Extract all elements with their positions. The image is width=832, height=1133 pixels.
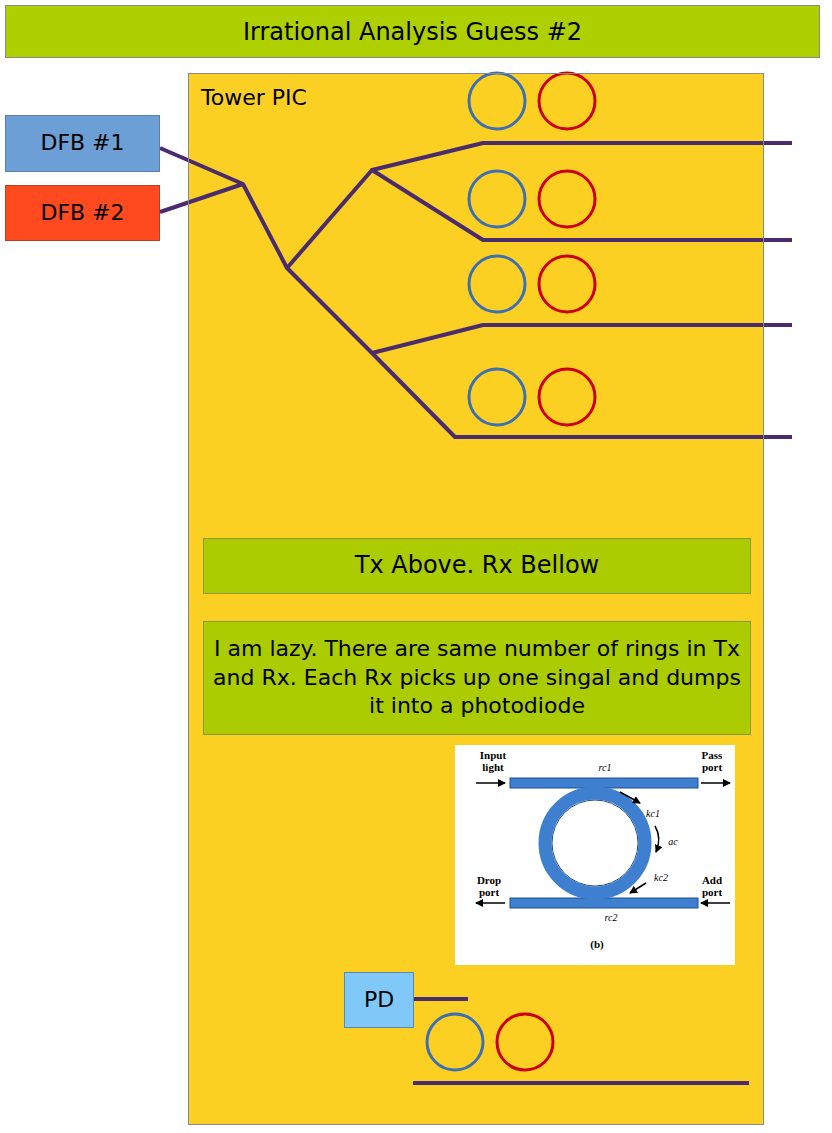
box-text: PD xyxy=(356,986,402,1015)
port-label: Drop port xyxy=(470,874,508,898)
pic-ground xyxy=(188,73,764,1125)
symbol-label: kc2 xyxy=(648,872,674,884)
port-label: Pass port xyxy=(694,749,730,773)
laser-box: DFB #1 xyxy=(5,115,160,172)
title-band: Irrational Analysis Guess #2 xyxy=(5,5,820,58)
pic-panel: Tower PIC Tx Above. Rx Bellow I am lazy. T… xyxy=(188,73,764,1125)
panel-title: Tower PIC xyxy=(201,84,307,113)
note-box: I am lazy. There are same number of ring… xyxy=(203,621,751,735)
symbol-label: ac xyxy=(662,836,684,848)
laser-box: DFB #2 xyxy=(5,185,160,241)
title-text: Irrational Analysis Guess #2 xyxy=(243,18,582,46)
waveguide-tree xyxy=(160,143,792,1083)
symbol-label: kc1 xyxy=(640,808,666,820)
ring-filter-figure xyxy=(455,745,735,965)
box-text: DFB #2 xyxy=(32,199,132,228)
symbol-label: rc1 xyxy=(592,762,618,774)
figure-letter: (b) xyxy=(584,938,610,950)
box-text: Tx Above. Rx Bellow xyxy=(347,550,607,581)
box-text: DFB #1 xyxy=(32,129,132,158)
photodiode-box: PD xyxy=(344,972,414,1028)
note-box: Tx Above. Rx Bellow xyxy=(203,538,751,594)
box-text: I am lazy. There are same number of ring… xyxy=(204,635,750,721)
port-label: Input light xyxy=(474,749,512,773)
port-label: Add port xyxy=(694,874,730,898)
symbol-label: rc2 xyxy=(598,912,624,924)
